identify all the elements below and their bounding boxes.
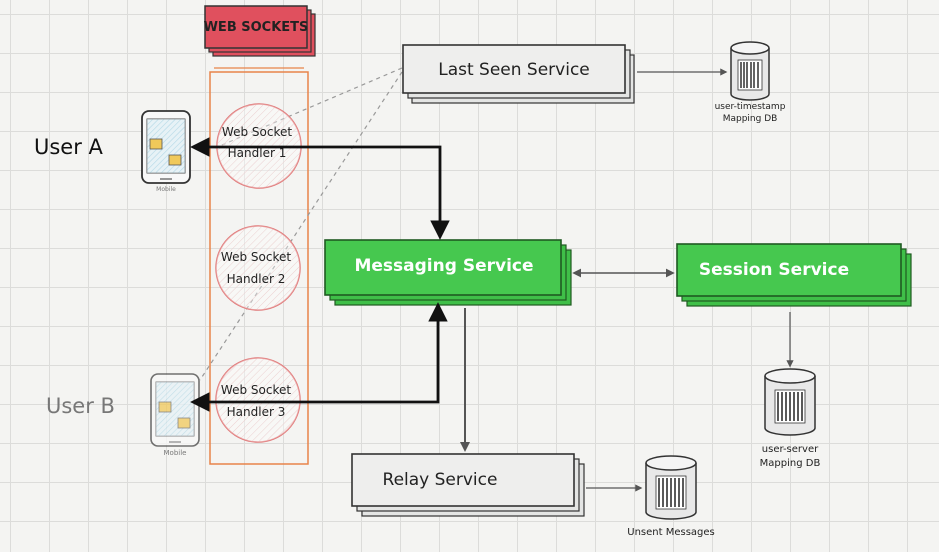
handler-1-line1: Web Socket xyxy=(222,125,292,139)
user-b-device-caption: Mobile xyxy=(164,449,187,457)
user-timestamp-db-line2: Mapping DB xyxy=(723,114,778,124)
web-socket-handler-2: Web Socket Handler 2 xyxy=(215,225,301,311)
unsent-messages-db-label: Unsent Messages xyxy=(627,527,715,538)
messaging-service-box: Messaging Service xyxy=(324,239,572,306)
handler-3-line1: Web Socket xyxy=(221,383,291,397)
last-seen-service-label: Last Seen Service xyxy=(438,60,590,80)
user-a-device-caption: Mobile xyxy=(156,186,176,193)
user-server-db-icon xyxy=(764,368,816,436)
user-a-phone-icon xyxy=(141,110,191,184)
web-socket-container xyxy=(209,71,309,465)
user-timestamp-db-line1: user-timestamp xyxy=(715,102,786,112)
handler-2-line1: Web Socket xyxy=(221,250,291,264)
session-service-box: Session Service xyxy=(676,243,912,307)
user-timestamp-db-icon xyxy=(730,41,770,101)
handler-2-line2: Handler 2 xyxy=(227,272,286,286)
last-seen-service-box: Last Seen Service xyxy=(402,44,635,104)
arrow-messaging-to-user-b xyxy=(190,302,448,412)
web-sockets-title-box: WEB SOCKETS xyxy=(204,5,316,57)
messaging-service-label: Messaging Service xyxy=(354,256,533,276)
user-server-db-line2: Mapping DB xyxy=(760,458,821,469)
unsent-messages-db-icon xyxy=(645,455,697,520)
user-server-db-line1: user-server xyxy=(762,444,819,455)
arrow-user-a-to-messaging xyxy=(190,137,450,240)
user-b-label: User B xyxy=(46,394,115,418)
relay-service-box: Relay Service xyxy=(351,453,585,517)
user-a-label: User A xyxy=(34,135,104,159)
web-sockets-title: WEB SOCKETS xyxy=(204,20,309,35)
handler-3-line2: Handler 3 xyxy=(227,405,286,419)
relay-service-label: Relay Service xyxy=(383,470,498,490)
user-b-phone-icon xyxy=(150,373,200,447)
session-service-label: Session Service xyxy=(699,260,849,280)
web-socket-handler-3: Web Socket Handler 3 xyxy=(215,357,301,443)
